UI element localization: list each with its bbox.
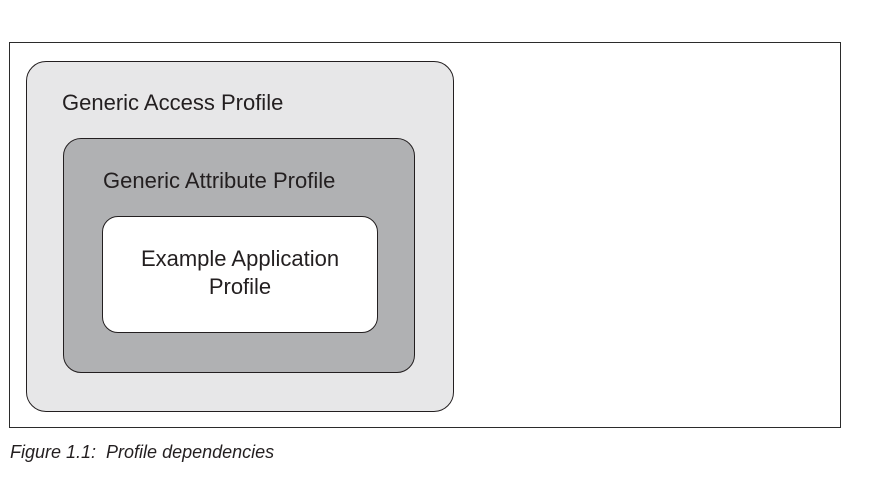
example-application-profile-label-line2: Profile [208, 274, 272, 299]
example-application-profile-label-line1: Example Application [140, 246, 340, 271]
example-application-profile-box [102, 216, 378, 333]
generic-attribute-profile-label: Generic Attribute Profile [103, 168, 336, 193]
example-application-profile-label: Example Application Profile [102, 245, 378, 301]
figure-caption: Figure 1.1: Profile dependencies [10, 442, 275, 462]
generic-access-profile-label: Generic Access Profile [62, 90, 284, 115]
